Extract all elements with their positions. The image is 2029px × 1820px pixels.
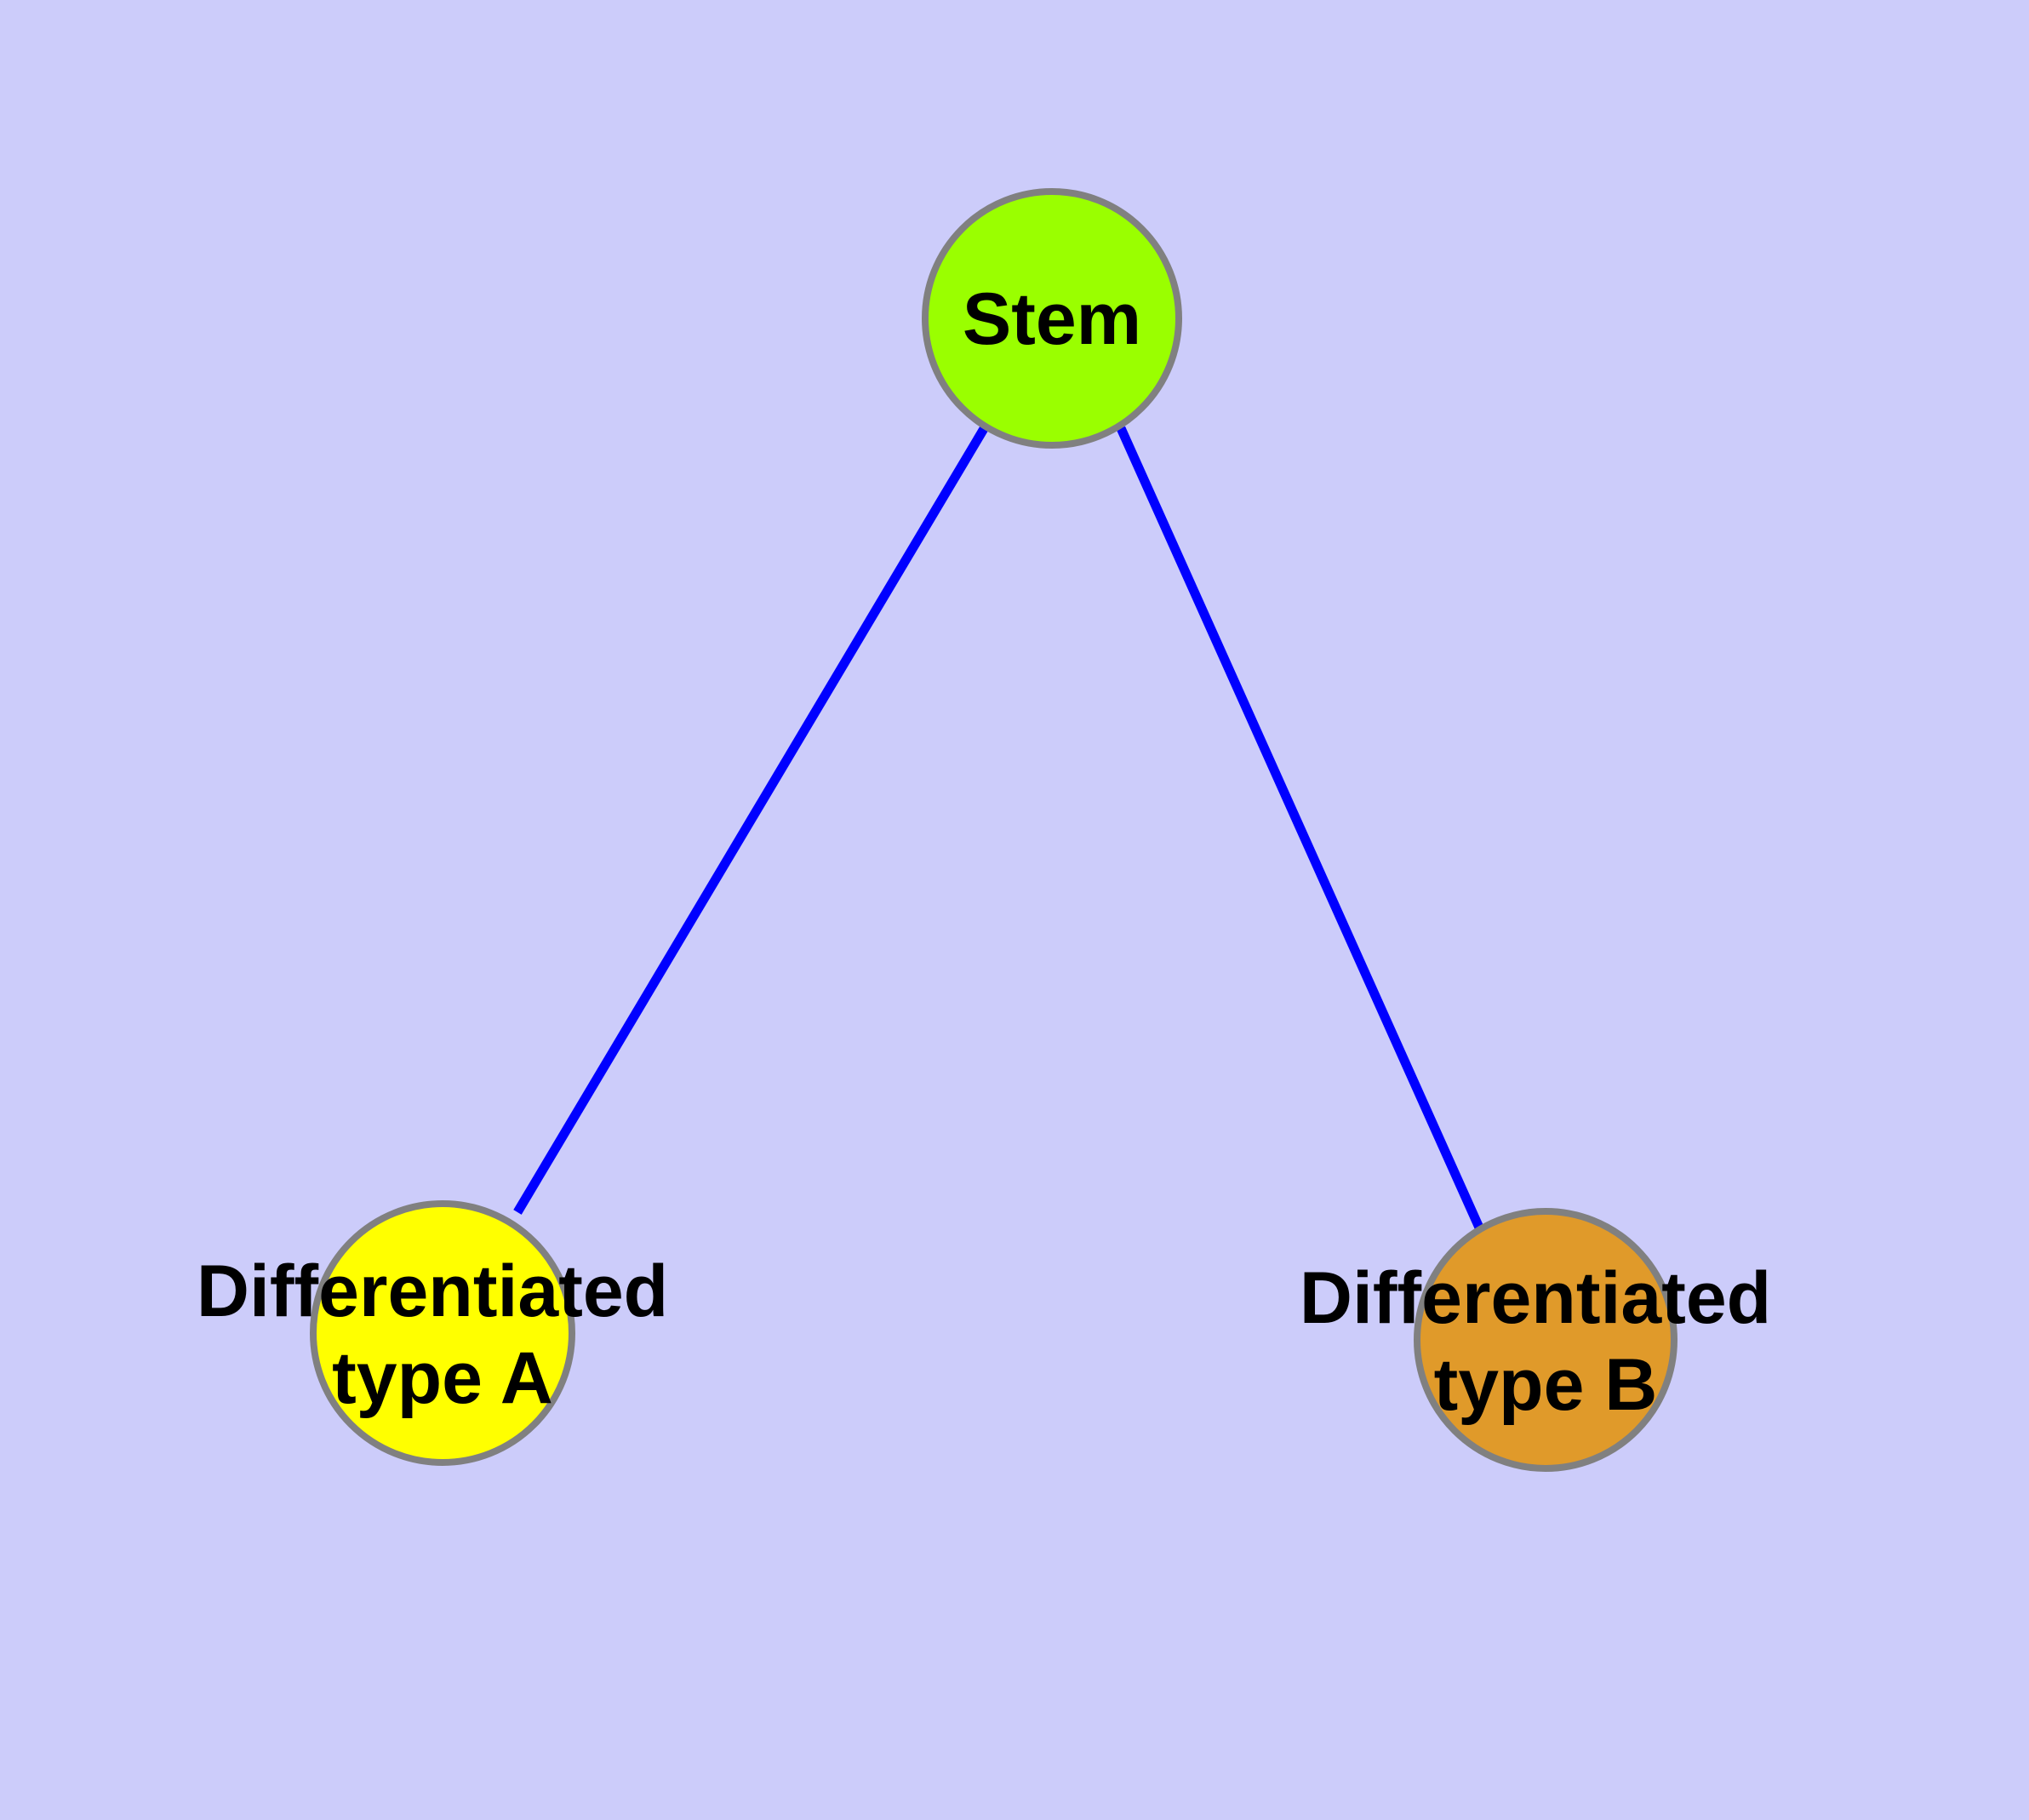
node-stem-label: Stem <box>963 278 1141 360</box>
node-layer <box>310 188 1677 1472</box>
node-differentiated-type-a-label-line2: type A <box>332 1337 553 1419</box>
node-differentiated-type-b-circle[interactable] <box>1414 1208 1677 1472</box>
node-stem-circle[interactable] <box>922 188 1182 449</box>
node-differentiated-type-b-label: Differentiated type B <box>1300 1257 1792 1426</box>
node-differentiated-type-b[interactable] <box>1414 1208 1677 1472</box>
node-differentiated-type-a-label-line1: Differentiated <box>197 1251 668 1332</box>
node-differentiated-type-b-label-line1: Differentiated <box>1300 1257 1771 1339</box>
label-layer: Stem Differentiated type A Differentiate… <box>197 278 1792 1426</box>
node-differentiated-type-b-label-line2: type B <box>1434 1344 1658 1426</box>
node-stem[interactable] <box>922 188 1182 449</box>
node-differentiated-type-a[interactable] <box>310 1200 575 1466</box>
node-differentiated-type-a-circle[interactable] <box>310 1200 575 1466</box>
edge-stem-to-differentiated-type-b[interactable] <box>1116 426 1484 1230</box>
node-differentiated-type-a-label: Differentiated type A <box>197 1251 689 1419</box>
edge-stem-to-differentiated-type-a[interactable] <box>513 425 989 1215</box>
edge-layer <box>513 425 1484 1230</box>
